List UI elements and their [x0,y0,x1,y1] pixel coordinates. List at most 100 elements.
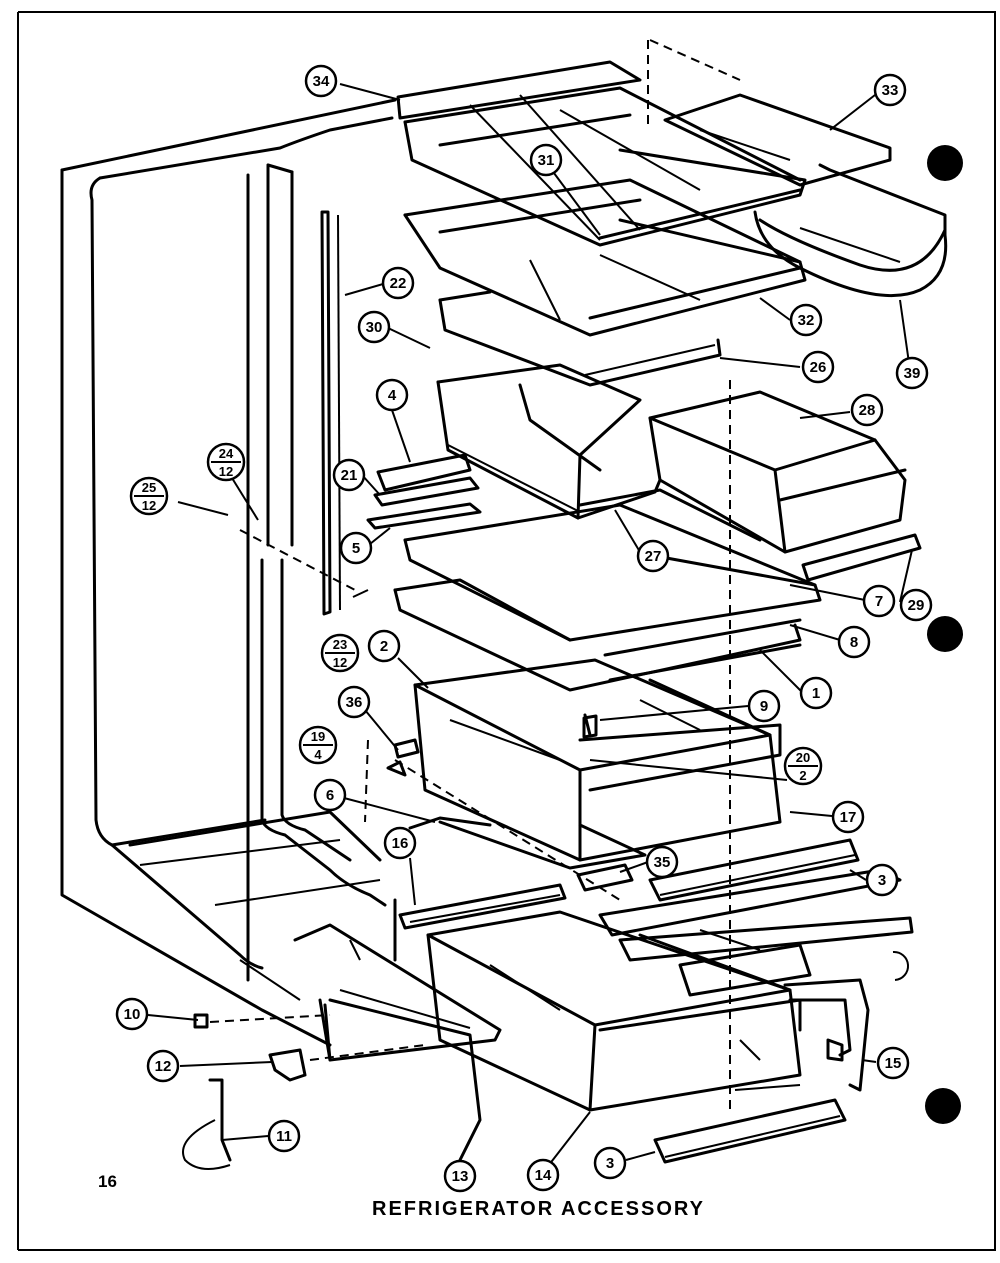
svg-text:4: 4 [314,747,322,762]
callout-30: 30 [357,310,391,344]
part-15-drawer-rail [783,978,870,1092]
part-9-stud [582,714,598,739]
binder-hole-bottom [925,1088,961,1124]
callout-10: 10 [115,997,149,1031]
callout-13: 13 [443,1159,477,1193]
fraction-callout-20-2: 20 2 [783,746,823,786]
binder-hole-top [927,145,963,181]
callout-2: 2 [367,629,401,663]
svg-text:3: 3 [878,872,886,889]
callout-21: 21 [332,458,366,492]
svg-text:11: 11 [276,1128,292,1145]
callout-12: 12 [146,1049,180,1083]
part-39-door-bin [753,163,948,298]
svg-text:36: 36 [346,694,363,711]
svg-text:29: 29 [908,597,925,614]
cabinet-liner [60,98,397,1047]
part-31-top-shelf [396,60,807,247]
callout-7: 7 [862,584,896,618]
part-21-rail [373,476,480,507]
part-26-crisper-cover [438,290,722,387]
dashed-guide [364,739,369,823]
fraction-callout-25-12: 25 12 [129,476,169,516]
part-29-rail [801,533,922,582]
svg-text:31: 31 [538,152,555,169]
page-number: 16 [98,1172,117,1191]
svg-text:9: 9 [760,698,768,715]
part-33-crisper-cover-glass [663,93,892,187]
callout-32: 32 [789,303,823,337]
fraction-callout-19-4: 19 4 [298,725,338,765]
svg-text:15: 15 [885,1055,902,1072]
svg-text:14: 14 [535,1167,552,1184]
callout-22: 22 [381,266,415,300]
part-14-bottom-drawer [426,910,802,1112]
callout-4: 4 [375,378,409,412]
svg-text:12: 12 [333,655,347,670]
callout-17: 17 [831,800,865,834]
page-border [18,11,996,1251]
callout-15: 15 [876,1046,910,1080]
part-5-rail [366,502,482,530]
svg-text:19: 19 [311,729,325,744]
part-4-shelf-rail [376,453,472,492]
callout-34: 34 [304,64,338,98]
dashed-guide [394,759,621,901]
part-2-drawer [413,658,782,862]
dashed-guide [309,1044,426,1061]
svg-text:2: 2 [799,768,806,783]
callout-1: 1 [799,676,833,710]
part-11-wire-bracket [182,1078,232,1170]
svg-text:21: 21 [341,467,358,484]
callout-8: 8 [837,625,871,659]
part-3-upper-rail [648,838,860,902]
svg-text:13: 13 [452,1168,469,1185]
svg-text:26: 26 [810,359,827,376]
callout-3-upper: 3 [865,863,899,897]
dashed-guide [647,39,741,130]
callout-28: 28 [850,393,884,427]
part-3-lower-rail [653,1098,847,1164]
svg-text:8: 8 [850,634,858,651]
part-13-drawer-rail [293,923,502,1162]
svg-text:30: 30 [366,319,383,336]
svg-text:7: 7 [875,593,883,610]
part-8-cantilever-shelf [393,503,822,692]
callout-29: 29 [899,588,933,622]
svg-text:6: 6 [326,787,334,804]
callout-11: 11 [267,1119,301,1153]
part-36-screw [393,738,420,759]
binder-hole-middle [927,616,963,652]
svg-text:3: 3 [606,1155,614,1172]
svg-text:16: 16 [392,835,409,852]
svg-text:33: 33 [882,82,899,99]
svg-text:24: 24 [219,446,234,461]
diagram-caption: REFRIGERATOR ACCESSORY [372,1198,705,1220]
callout-16: 16 [383,826,417,860]
callout-5: 5 [339,531,373,565]
callout-36: 36 [337,685,371,719]
callout-27: 27 [636,539,670,573]
svg-text:28: 28 [859,402,876,419]
callout-9: 9 [747,689,781,723]
svg-text:1: 1 [812,685,820,702]
fraction-callout-23-12: 23 12 [320,633,360,673]
svg-text:12: 12 [155,1058,172,1075]
part-27-shelf-frame [578,488,762,542]
callout-35: 35 [645,845,679,879]
part-6-cover [408,816,647,870]
svg-text:20: 20 [796,750,810,765]
dashed-guide [209,1014,331,1023]
fraction-callout-24-12: 24 12 [206,442,246,482]
svg-text:34: 34 [313,73,330,90]
callout-26: 26 [801,350,835,384]
callout-6: 6 [313,778,347,812]
svg-text:10: 10 [124,1006,141,1023]
svg-text:27: 27 [645,548,662,565]
svg-text:12: 12 [142,498,156,513]
svg-text:39: 39 [904,365,921,382]
svg-text:12: 12 [219,464,233,479]
svg-text:25: 25 [142,480,156,495]
